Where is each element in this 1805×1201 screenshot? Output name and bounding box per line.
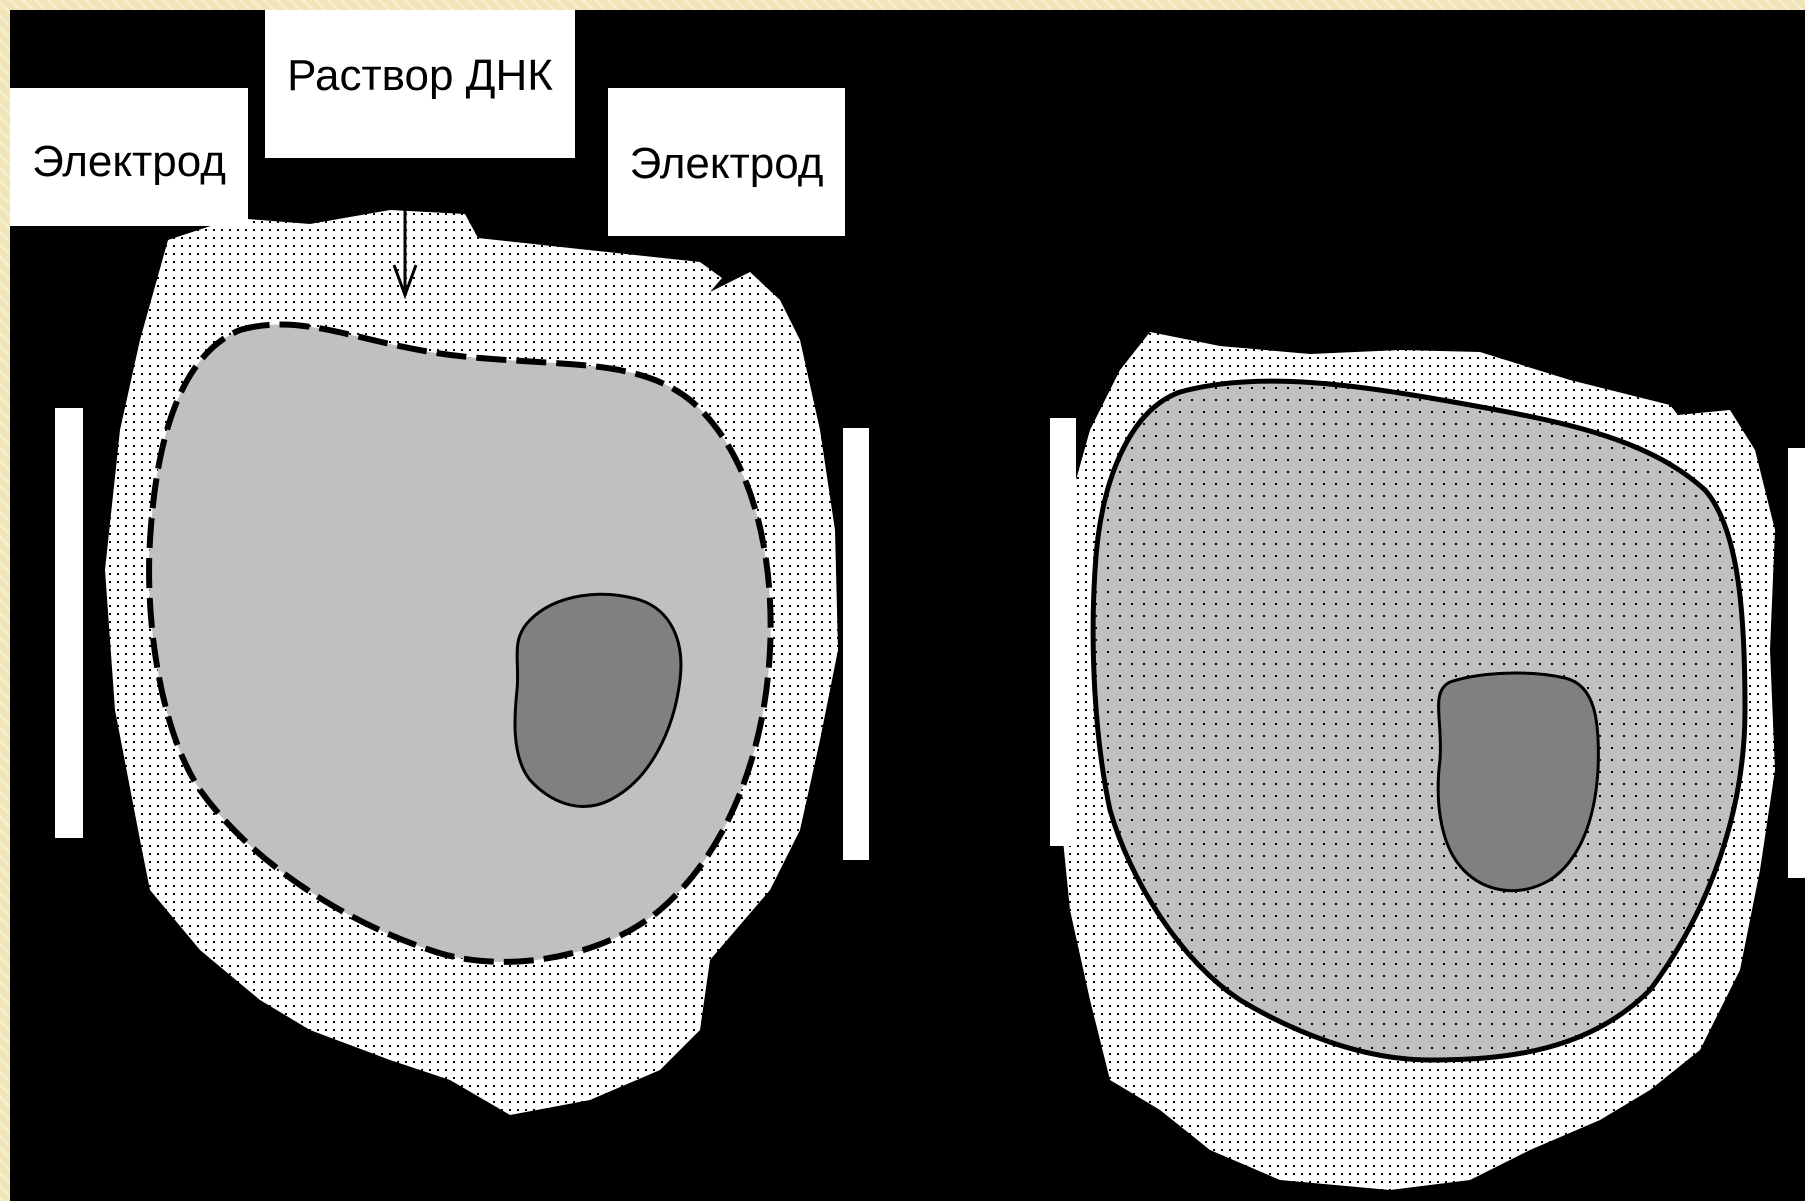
right-cell-cytoplasm: [1093, 381, 1745, 1060]
electrode-label-right: Электрод: [608, 88, 845, 236]
left-cell-electrode-1: [55, 408, 83, 838]
right-cell-electrode-1: [1050, 418, 1076, 846]
electrode-label-left: Электрод: [10, 88, 248, 226]
electrode-label-right-text: Электрод: [630, 142, 824, 186]
electroporation-diagram: [10, 10, 1805, 1201]
dna-solution-label: Раствор ДНК: [265, 10, 575, 158]
dna-solution-label-text: Раствор ДНК: [287, 54, 553, 98]
electrode-label-left-text: Электрод: [32, 140, 226, 184]
right-cell-electrode-2: [1788, 448, 1805, 878]
left-cell-electrode-2: [843, 428, 869, 860]
diagram-panel: Электрод Раствор ДНК Электрод: [10, 10, 1805, 1201]
